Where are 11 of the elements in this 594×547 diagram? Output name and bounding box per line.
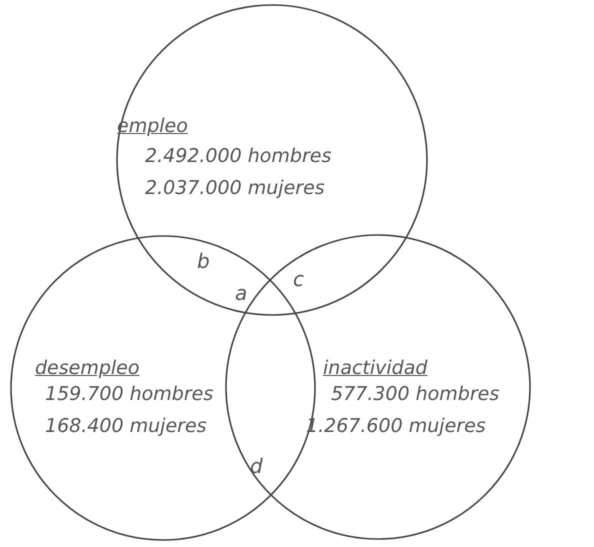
- count-text: 577.300 hombres: [331, 383, 500, 405]
- set-heading: desempleo: [35, 357, 140, 379]
- region-letter: a: [235, 282, 248, 304]
- count-text: 2.492.000 hombres: [145, 145, 332, 167]
- count-text: 2.037.000 mujeres: [145, 177, 325, 199]
- region-letter: c: [293, 268, 304, 290]
- set-heading: inactividad: [323, 357, 428, 379]
- count-text: 159.700 hombres: [45, 383, 214, 405]
- region-letter: d: [250, 455, 263, 477]
- count-text: 168.400 mujeres: [45, 415, 207, 437]
- region-letter: b: [197, 250, 210, 272]
